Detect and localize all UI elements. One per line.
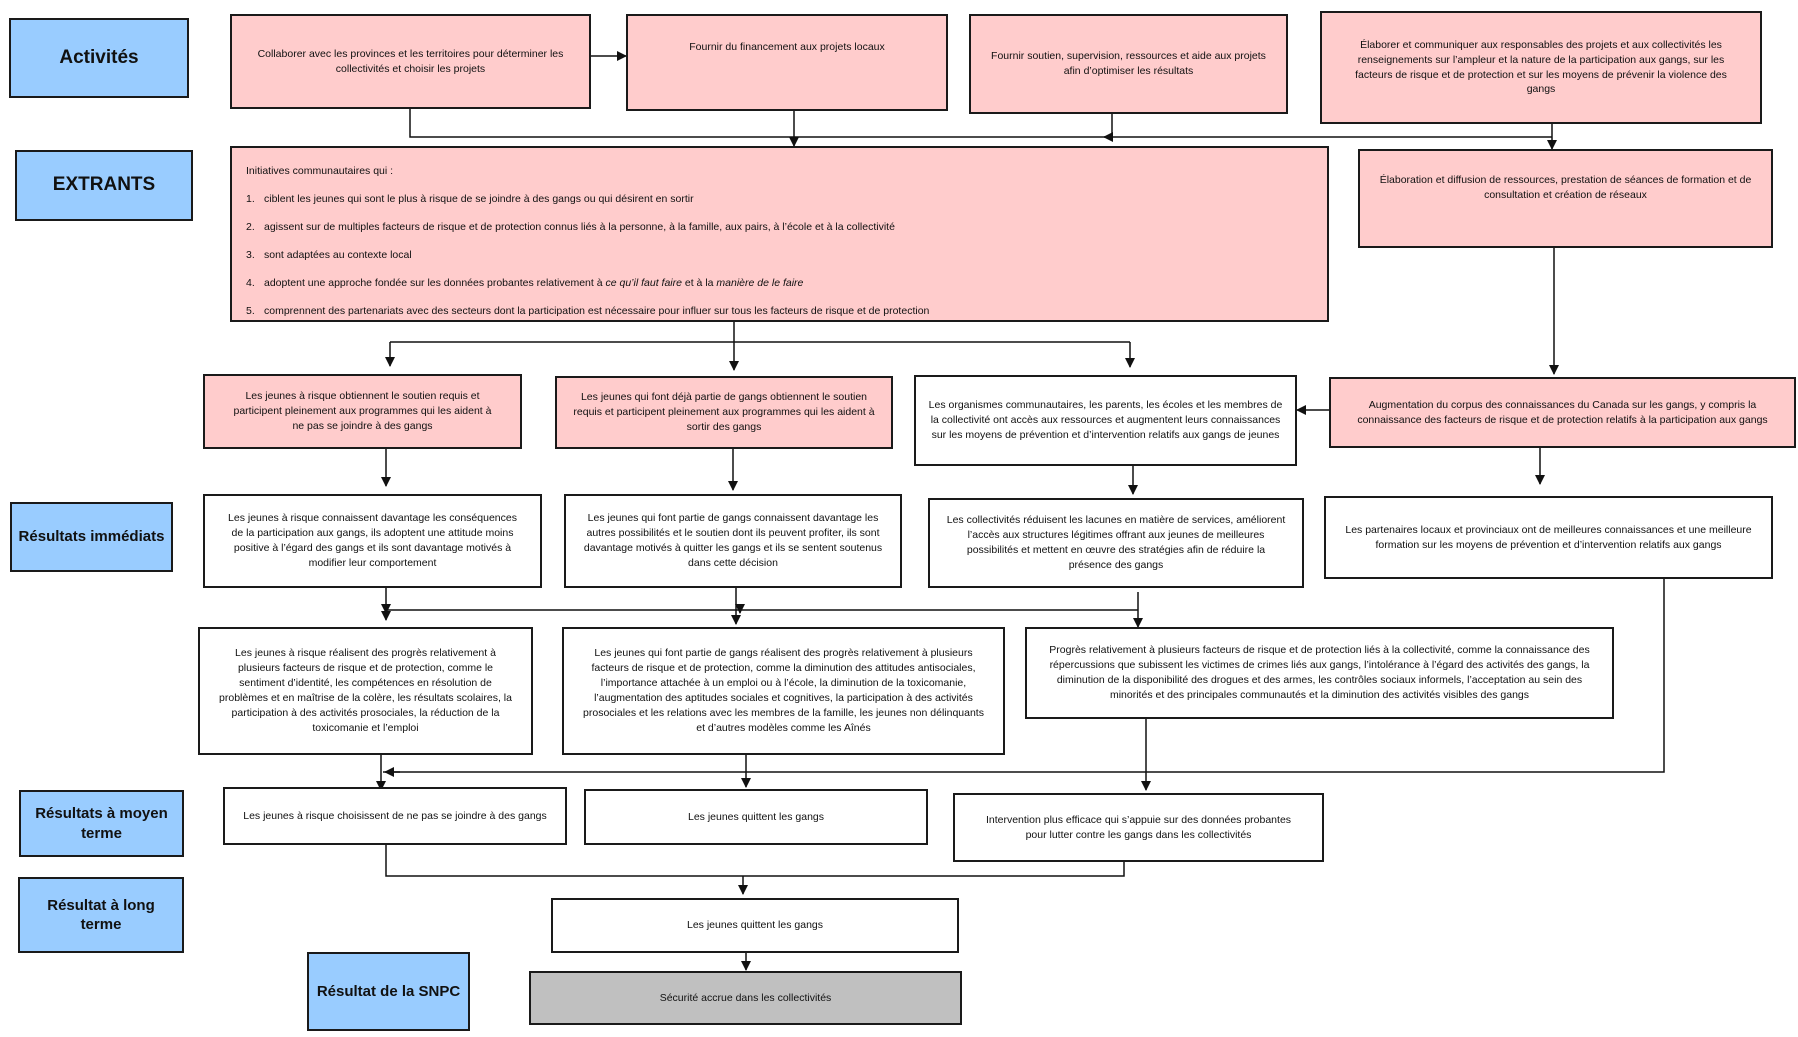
output-item-number: 2. [246, 220, 255, 233]
mid-jeunes-gangs: Les jeunes qui font déjà partie de gangs… [555, 376, 893, 449]
output-ressources: Élaboration et diffusion de ressources, … [1358, 149, 1773, 248]
snpc-securite-accrue: Sécurité accrue dans les collectivités [529, 971, 962, 1025]
medium-intervention: Intervention plus efficace qui s’appuie … [953, 793, 1324, 862]
label-extrants: EXTRANTS [15, 150, 193, 221]
output-item: 2. agissent sur de multiples facteurs de … [246, 220, 1313, 235]
progress-jeunes-gangs: Les jeunes qui font partie de gangs réal… [562, 627, 1005, 755]
output-item: 1. ciblent les jeunes qui sont le plus à … [246, 192, 1313, 207]
output-item: 4. adoptent une approche fondée sur les d… [246, 276, 1313, 291]
label-activites: Activités [9, 18, 189, 98]
output-item-text: et à la [681, 276, 717, 289]
output-item-emphasis: manière de le faire [716, 276, 804, 289]
medium-quittent-gangs: Les jeunes quittent les gangs [584, 789, 928, 845]
output-item-text: agissent sur de multiples facteurs de ri… [264, 220, 895, 233]
label-resultat-snpc: Résultat de la SNPC [307, 952, 470, 1031]
immediate-partenaires: Les partenaires locaux et provinciaux on… [1324, 496, 1773, 579]
immediate-collectivites: Les collectivités réduisent les lacunes … [928, 498, 1304, 588]
output-item-text: ciblent les jeunes qui sont le plus à ri… [264, 192, 694, 205]
progress-jeunes-risque: Les jeunes à risque réalisent des progrè… [198, 627, 533, 755]
mid-jeunes-risque: Les jeunes à risque obtiennent le soutie… [203, 374, 522, 449]
immediate-jeunes-gangs: Les jeunes qui font partie de gangs conn… [564, 494, 902, 588]
mid-corpus-connaissances: Augmentation du corpus des connaissances… [1329, 377, 1796, 448]
output-item-number: 1. [246, 192, 255, 205]
output-item: 3. sont adaptées au contexte local [246, 248, 1313, 263]
medium-ne-pas-joindre: Les jeunes à risque choisissent de ne pa… [223, 787, 567, 845]
label-resultats-immediats: Résultats immédiats [10, 502, 173, 572]
activity-elaborer: Élaborer et communiquer aux responsables… [1320, 11, 1762, 124]
output-item-emphasis: ce qu’il faut faire [605, 276, 682, 289]
output-item-number: 5. [246, 304, 255, 317]
output-item-text: comprennent des partenariats avec des se… [264, 304, 930, 317]
label-resultats-moyen-terme: Résultats à moyen terme [19, 790, 184, 857]
activity-financement: Fournir du financement aux projets locau… [626, 14, 948, 111]
outputs-initiatives: Initiatives communautaires qui : 1. cible… [230, 146, 1329, 322]
output-item-text: sont adaptées au contexte local [264, 248, 412, 261]
output-item-number: 3. [246, 248, 255, 261]
output-item-text: adoptent une approche fondée sur les don… [264, 276, 606, 289]
output-item: 5. comprennent des partenariats avec des … [246, 304, 1313, 319]
mid-organismes: Les organismes communautaires, les paren… [914, 375, 1297, 466]
progress-collectivite: Progrès relativement à plusieurs facteur… [1025, 627, 1614, 719]
immediate-jeunes-risque: Les jeunes à risque connaissent davantag… [203, 494, 542, 588]
activity-soutien: Fournir soutien, supervision, ressources… [969, 14, 1288, 114]
label-resultat-long-terme: Résultat à long terme [18, 877, 184, 953]
activity-collaborer: Collaborer avec les provinces et les ter… [230, 14, 591, 109]
output-item-number: 4. [246, 276, 255, 289]
outputs-intro: Initiatives communautaires qui : [246, 165, 394, 177]
long-term-quittent-gangs: Les jeunes quittent les gangs [551, 898, 959, 953]
